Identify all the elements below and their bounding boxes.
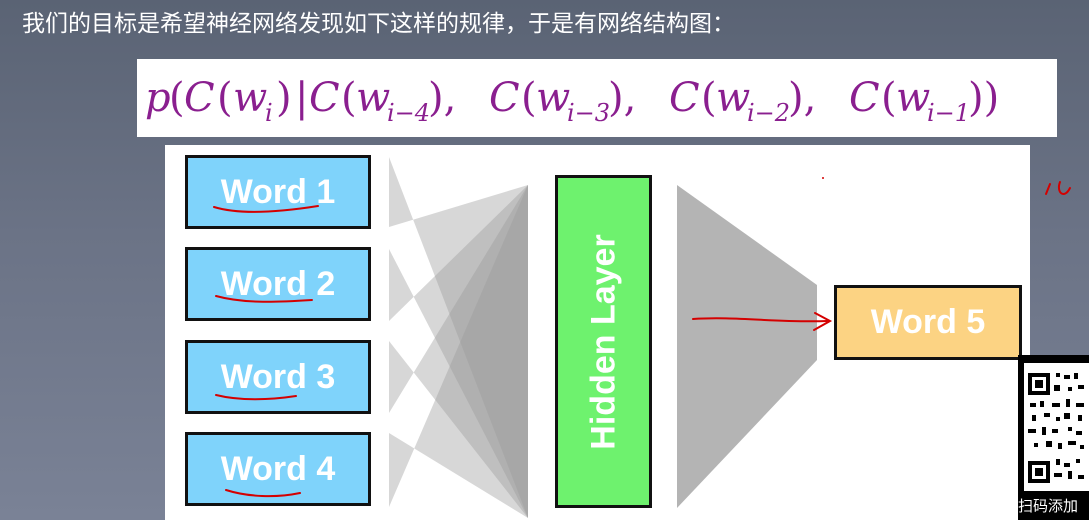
formula-ctx3-sub: i−2	[747, 99, 790, 127]
fan-word-3	[389, 185, 528, 518]
arrow-to-output	[692, 317, 828, 323]
formula-ctx2-open: (	[521, 75, 537, 121]
hidden-layer-box: Hidden Layer	[555, 175, 652, 508]
formula-ctx2-sub: i−3	[567, 99, 610, 127]
formula-box: p ( C ( w i ) | C ( w i−4 ), C ( w i−3 )…	[137, 59, 1057, 137]
qr-code	[1024, 363, 1089, 491]
formula: p ( C ( w i ) | C ( w i−4 ), C ( w i−3 )…	[145, 75, 999, 127]
formula-ctx4-sub: i−1	[927, 99, 970, 127]
formula-ctx4-open: (	[881, 75, 897, 121]
underline-word-3	[215, 394, 297, 401]
formula-p: p	[145, 75, 171, 121]
formula-ctx1-w: w	[356, 75, 390, 121]
input-word-1-label: Word 1	[220, 172, 336, 211]
input-word-3: Word 3	[185, 340, 371, 414]
fan-word-2	[389, 185, 528, 518]
formula-target-w: w	[233, 75, 267, 121]
formula-ctx4-w: w	[896, 75, 930, 121]
formula-ctx2-c: C	[489, 75, 520, 121]
input-word-1: Word 1	[185, 155, 371, 229]
connection-layer	[389, 157, 817, 518]
fan-word-1	[389, 157, 528, 518]
input-word-2: Word 2	[185, 247, 371, 321]
formula-ctx3-c: C	[669, 75, 700, 121]
formula-ctx3-close: ),	[788, 75, 816, 121]
underline-word-2	[215, 295, 313, 303]
qr-caption: 扫码添加	[1018, 497, 1079, 515]
formula-ctx2-close: ),	[608, 75, 636, 121]
formula-ctx1-c: C	[309, 75, 340, 121]
formula-ctx4-close: ))	[968, 75, 999, 121]
formula-ctx3-w: w	[716, 75, 750, 121]
input-word-2-label: Word 2	[220, 264, 336, 303]
input-word-4: Word 4	[185, 432, 371, 506]
formula-target-close: )	[276, 75, 292, 121]
qr-pattern	[1028, 373, 1084, 483]
formula-ctx1-open: (	[341, 75, 357, 121]
formula-ctx1-close: ),	[428, 75, 456, 121]
output-word-box: Word 5	[834, 285, 1022, 360]
slide-title: 我们的目标是希望神经网络发现如下这样的规律，于是有网络结构图：	[22, 11, 735, 37]
edge-scribble	[1045, 181, 1071, 195]
formula-ctx1-sub: i−4	[387, 99, 430, 127]
formula-target-c: C	[184, 75, 215, 121]
formula-target-sub: i	[265, 99, 273, 127]
qr-panel: 扫码添加	[1018, 355, 1089, 520]
underline-word-4	[225, 489, 301, 498]
arrow-head	[813, 312, 833, 331]
fan-word-4	[389, 185, 528, 518]
formula-ctx4-c: C	[849, 75, 880, 121]
output-word-label: Word 5	[870, 303, 986, 341]
formula-given-bar: |	[295, 75, 308, 121]
hidden-output-connection	[677, 185, 817, 508]
stray-dot	[822, 177, 824, 179]
formula-ctx2-w: w	[536, 75, 570, 121]
formula-ctx3-open: (	[701, 75, 717, 121]
formula-target-open: (	[217, 75, 233, 121]
underline-word-1	[213, 205, 319, 213]
input-word-4-label: Word 4	[220, 449, 336, 488]
input-word-3-label: Word 3	[220, 357, 336, 396]
input-hidden-connections	[389, 157, 528, 518]
formula-open-paren: (	[169, 75, 185, 121]
